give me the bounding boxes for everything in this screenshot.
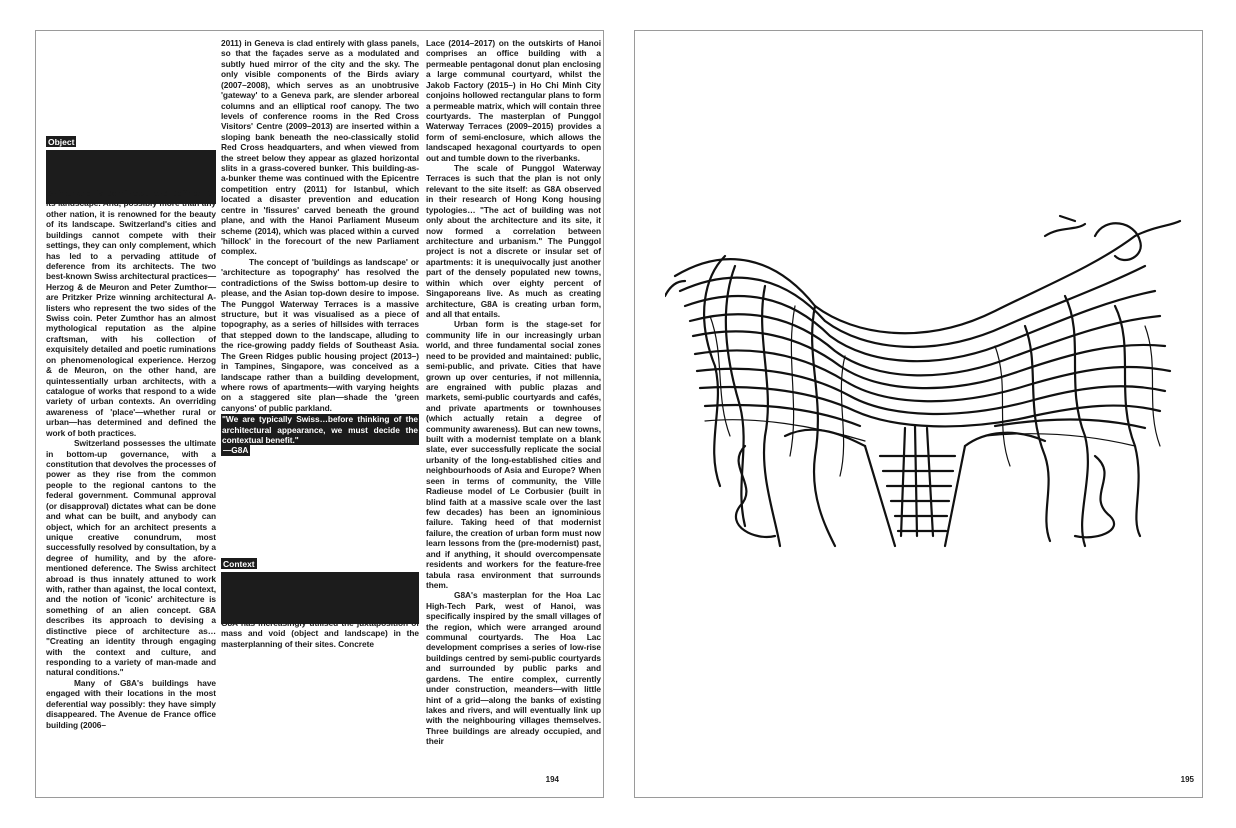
paragraph: 2011) in Geneva is clad entirely with gl… — [221, 38, 419, 257]
context-text: G8A has increasingly utilised the juxtap… — [221, 618, 419, 649]
object-label: Object — [46, 136, 77, 147]
context-label: Context — [221, 558, 257, 569]
column-1: Switzerland is dominated and defined by … — [46, 188, 216, 730]
left-page: Object Switzerland is dominated and defi… — [35, 30, 604, 798]
paragraph: Many of G8A's buildings have engaged wit… — [46, 677, 216, 730]
paragraph: G8A has increasingly utilised the juxtap… — [221, 618, 419, 649]
context-section-header: Context — [221, 554, 419, 624]
paragraph: Urban form is the stage-set for communit… — [426, 319, 601, 590]
object-section-header: Object — [46, 132, 216, 204]
quote-attribution: —G8A — [221, 445, 251, 456]
object-black-bar — [46, 150, 216, 204]
paragraph: Switzerland is dominated and defined by … — [46, 188, 216, 438]
paragraph: The scale of Punggol Waterway Terraces i… — [426, 163, 601, 319]
paragraph: Switzerland possesses the ultimate in bo… — [46, 438, 216, 678]
context-black-bar — [221, 572, 419, 624]
column-3: Lace (2014–2017) on the outskirts of Han… — [426, 38, 601, 747]
paragraph: G8A's masterplan for the Hoa Lac High-Te… — [426, 590, 601, 747]
pull-quote: "We are typically Swiss…before thinking … — [221, 414, 419, 446]
architectural-sketch — [665, 214, 1182, 548]
page-number: 194 — [545, 775, 559, 784]
paragraph: The concept of 'buildings as landscape' … — [221, 256, 419, 413]
paragraph: Lace (2014–2017) on the outskirts of Han… — [426, 38, 601, 163]
page-number: 195 — [1180, 775, 1194, 784]
right-page: 195 — [634, 30, 1203, 798]
column-2: 2011) in Geneva is clad entirely with gl… — [221, 38, 419, 456]
